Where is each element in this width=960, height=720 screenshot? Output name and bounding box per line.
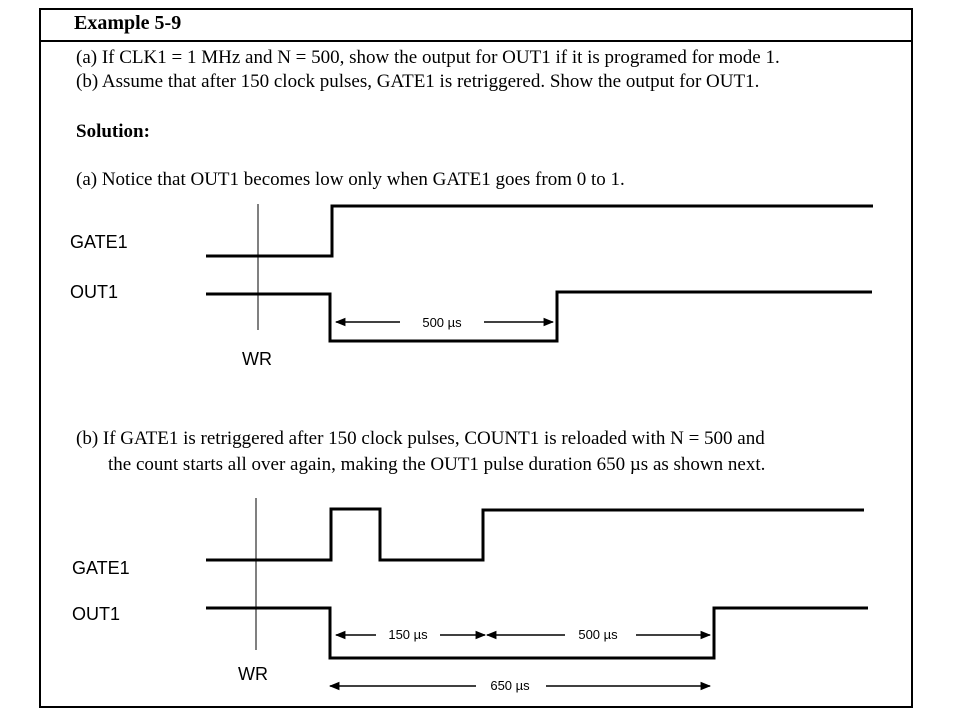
solution-b-line1: (b) If GATE1 is retriggered after 150 cl… xyxy=(76,428,765,449)
wr-label-b: WR xyxy=(238,664,268,684)
example-box: Example 5-9 xyxy=(39,8,913,708)
solution-heading: Solution: xyxy=(76,121,150,142)
gate1-waveform-a xyxy=(206,204,873,258)
first-duration-label-b: 150 µs xyxy=(388,627,428,642)
gate1-label-b: GATE1 xyxy=(72,558,130,578)
out1-label-b: OUT1 xyxy=(72,604,120,624)
out1-label-a: OUT1 xyxy=(70,282,118,302)
problem-a: (a) If CLK1 = 1 MHz and N = 500, show th… xyxy=(76,47,780,68)
gate1-label-a: GATE1 xyxy=(70,232,128,252)
solution-a-text: (a) Notice that OUT1 becomes low only wh… xyxy=(76,169,625,190)
out1-waveform-b xyxy=(206,606,868,660)
example-header: Example 5-9 xyxy=(41,10,911,42)
wr-label-a: WR xyxy=(242,349,272,369)
second-duration-label-b: 500 µs xyxy=(578,627,618,642)
total-duration-label-b: 650 µs xyxy=(490,678,530,693)
solution-b-line2: the count starts all over again, making … xyxy=(108,454,766,475)
duration-label-a: 500 µs xyxy=(422,315,462,330)
out1-waveform-a xyxy=(206,290,872,343)
problem-b: (b) Assume that after 150 clock pulses, … xyxy=(76,71,760,92)
gate1-waveform-b xyxy=(206,507,864,562)
example-title: Example 5-9 xyxy=(74,12,182,34)
